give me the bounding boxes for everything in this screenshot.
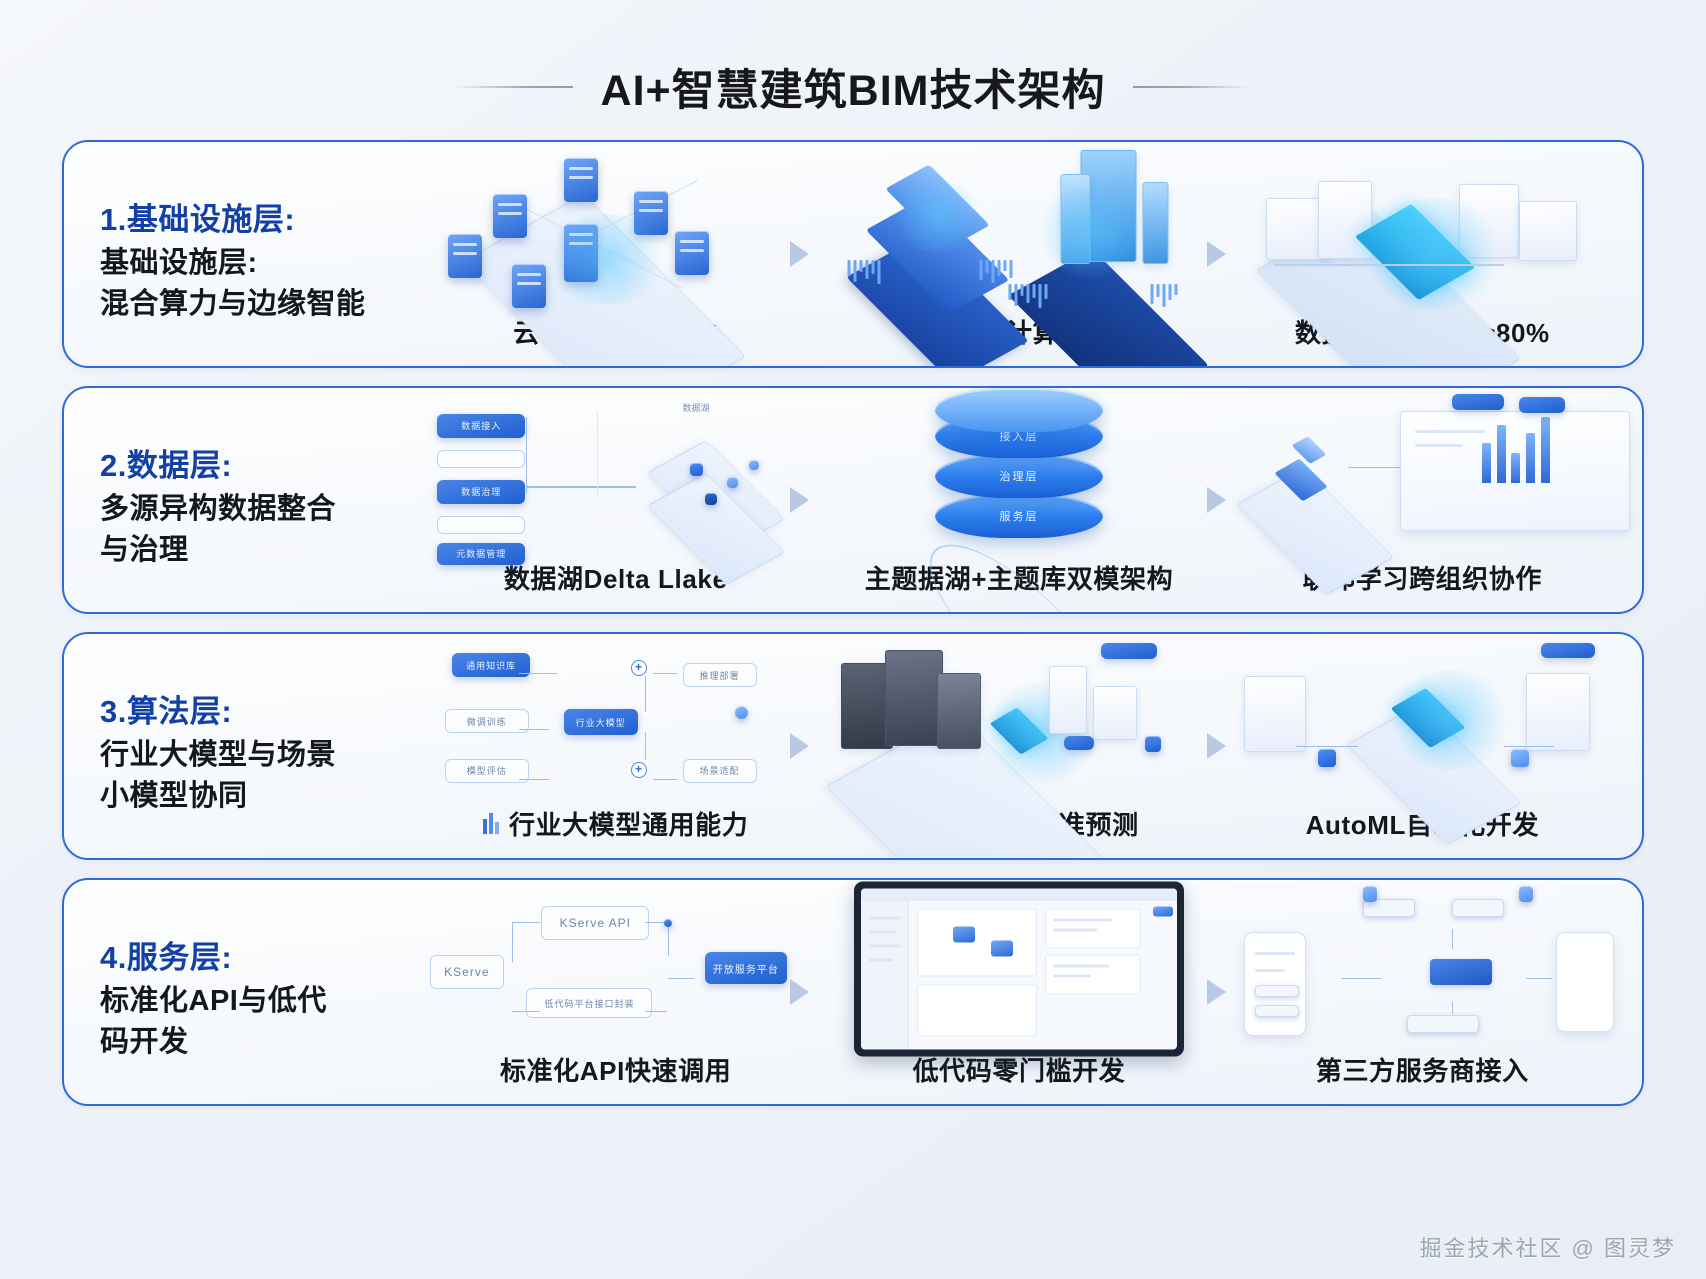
layer-body-line2-1: 混合算力与边缘智能 <box>100 287 366 320</box>
panel-caption: 主题据湖+主题库双模架构 <box>865 559 1173 608</box>
model-flowchart-icon: 通用知识库 微调训练 模型评估 行业大模型 推理部署 场景适配 + + <box>418 640 813 805</box>
federated-dashboard-icon <box>1225 394 1631 595</box>
data-pipeline-flow-icon: 数据接入 数据治理 元数据管理 数据湖 <box>418 394 813 586</box>
panel-scene-small-model[interactable]: 场景小模型精准预测 <box>817 634 1220 858</box>
panel-caption-text: 主题据湖+主题库双模架构 <box>864 564 1174 594</box>
flow-arrow-icon <box>789 978 809 1005</box>
layer-panels-2: 数据接入 数据治理 元数据管理 数据湖 <box>414 388 1642 612</box>
database-cylinder-stack-icon: 服务层 治理层 接入层 <box>821 388 1216 612</box>
illus-node: 开放服务平台 <box>704 952 787 984</box>
layer-label-1: 1.基础设施层: 基础设施层: 混合算力与边缘智能 <box>64 142 414 366</box>
illus-node: 数据接入 <box>437 413 526 438</box>
panel-lowcode[interactable]: 低代码零门槛开发 <box>817 880 1220 1104</box>
title-rule-left <box>454 86 573 88</box>
panel-standard-api[interactable]: KServe KServe API 低代码平台接口封装 开放服务平台 <box>414 880 817 1104</box>
panel-caption-text: 数据湖Delta Llake <box>503 564 728 594</box>
panel-cloud-edge-device[interactable]: 云-边-端混合算力 <box>414 142 817 366</box>
layer-heading-3: 3.算法层: <box>100 693 233 729</box>
flow-arrow-icon <box>1207 240 1227 267</box>
db-tier: 服务层 <box>934 493 1103 538</box>
edge-ai-chip-stack-icon <box>821 148 1216 366</box>
automl-pipeline-icon <box>1225 640 1620 845</box>
panel-caption: 第三方服务商接入 <box>1316 1051 1529 1100</box>
panel-caption-text: 标准化API快速调用 <box>499 1056 732 1086</box>
panel-federated-learning[interactable]: 联邦学习跨组织协作 <box>1221 388 1631 612</box>
layer-stack: 1.基础设施层: 基础设施层: 混合算力与边缘智能 <box>0 118 1706 1106</box>
layer-body-line2-3: 小模型协同 <box>100 779 248 812</box>
smart-city-scene-icon <box>821 640 1216 858</box>
third-party-devices-icon <box>1225 886 1620 1051</box>
panel-caption-text: 行业大模型通用能力 <box>508 810 749 840</box>
layer-panels-4: KServe KServe API 低代码平台接口封装 开放服务平台 <box>414 880 1642 1104</box>
data-center-building-icon <box>1225 148 1620 366</box>
layer-heading-4: 4.服务层: <box>100 939 233 975</box>
panel-caption: 低代码零门槛开发 <box>913 1051 1126 1100</box>
layer-label-4: 4.服务层: 标准化API与低代 码开发 <box>64 880 414 1104</box>
title-rule-right <box>1133 86 1252 88</box>
illus-node: 行业大模型 <box>563 709 638 736</box>
panel-local-processing-rate[interactable]: 数据本地处理率≥80% <box>1221 142 1624 366</box>
layer-body-line1-4: 标准化API与低代 <box>100 984 327 1017</box>
illus-node: 通用知识库 <box>452 653 531 678</box>
layer-body-line1-3: 行业大模型与场景 <box>100 738 337 771</box>
db-tier: 治理层 <box>934 453 1103 498</box>
page-header: AI+智慧建筑BIM技术架构 <box>0 0 1706 118</box>
layer-body-line2-4: 码开发 <box>100 1025 189 1058</box>
panel-caption: 行业大模型通用能力 <box>482 805 749 854</box>
watermark: 掘金技术社区 @ 图灵梦 <box>1419 1236 1676 1261</box>
layer-panels-1: 云-边-端混合算力 <box>414 142 1642 366</box>
layer-row-service: 4.服务层: 标准化API与低代 码开发 KServe KServe API 低… <box>62 878 1644 1106</box>
chart-mini-icon <box>482 813 502 834</box>
panel-caption-text: 第三方服务商接入 <box>1315 1056 1529 1086</box>
layer-row-infrastructure: 1.基础设施层: 基础设施层: 混合算力与边缘智能 <box>62 140 1644 368</box>
panel-caption: 标准化API快速调用 <box>500 1051 731 1100</box>
layer-panels-3: 通用知识库 微调训练 模型评估 行业大模型 推理部署 场景适配 + + <box>414 634 1642 858</box>
panel-caption: 数据湖Delta Llake <box>504 559 728 608</box>
panel-third-party[interactable]: 第三方服务商接入 <box>1221 880 1624 1104</box>
lowcode-monitor-icon <box>821 881 1216 1056</box>
layer-label-2: 2.数据层: 多源异构数据整合 与治理 <box>64 388 414 612</box>
flow-arrow-icon <box>789 486 809 513</box>
layer-body-line1-2: 多源异构数据整合 <box>100 492 337 525</box>
layer-heading-1: 1.基础设施层: <box>100 201 296 237</box>
layer-row-data: 2.数据层: 多源异构数据整合 与治理 数据接入 数据治理 元数据管理 <box>62 386 1644 614</box>
panel-caption-text: 低代码零门槛开发 <box>912 1056 1126 1086</box>
flow-arrow-icon <box>789 732 809 759</box>
layer-heading-2: 2.数据层: <box>100 447 233 483</box>
panel-edge-ai-box[interactable]: 边缘AI计算盒子 <box>817 142 1220 366</box>
illus-node: 微调训练 <box>444 709 529 734</box>
illus-node: 场景适配 <box>682 758 757 783</box>
panel-dual-mode-architecture[interactable]: 服务层 治理层 接入层 主题据湖+主题库双模架构 <box>817 388 1220 612</box>
illus-node: 推理部署 <box>682 663 757 688</box>
panel-automl[interactable]: AutoML自动化开发 <box>1221 634 1624 858</box>
flow-arrow-icon <box>1207 486 1227 513</box>
illus-node: 模型评估 <box>444 758 529 783</box>
layer-body-line2-2: 与治理 <box>100 533 189 566</box>
panel-industry-large-model[interactable]: 通用知识库 微调训练 模型评估 行业大模型 推理部署 场景适配 + + <box>414 634 817 858</box>
illus-node: KServe <box>429 955 504 990</box>
cloud-edge-device-nodes-icon <box>418 148 813 366</box>
api-flow-diagram-icon: KServe KServe API 低代码平台接口封装 开放服务平台 <box>418 886 813 1051</box>
layer-body-line1-1: 基础设施层: <box>100 246 258 279</box>
panel-data-lake[interactable]: 数据接入 数据治理 元数据管理 数据湖 <box>414 388 817 612</box>
illus-node: 元数据管理 <box>437 542 526 565</box>
layer-row-algorithm: 3.算法层: 行业大模型与场景 小模型协同 通用知识库 微调训练 模型评估 行业… <box>62 632 1644 860</box>
page-title: AI+智慧建筑BIM技术架构 <box>600 67 1106 115</box>
illus-node: KServe API <box>541 905 650 940</box>
flow-arrow-icon <box>1207 732 1227 759</box>
illus-node: 数据治理 <box>437 479 526 504</box>
illus-node: 低代码平台接口封装 <box>526 988 653 1019</box>
flow-arrow-icon <box>1207 978 1227 1005</box>
flow-arrow-icon <box>789 240 809 267</box>
layer-label-3: 3.算法层: 行业大模型与场景 小模型协同 <box>64 634 414 858</box>
illus-label: 数据湖 <box>682 402 710 413</box>
